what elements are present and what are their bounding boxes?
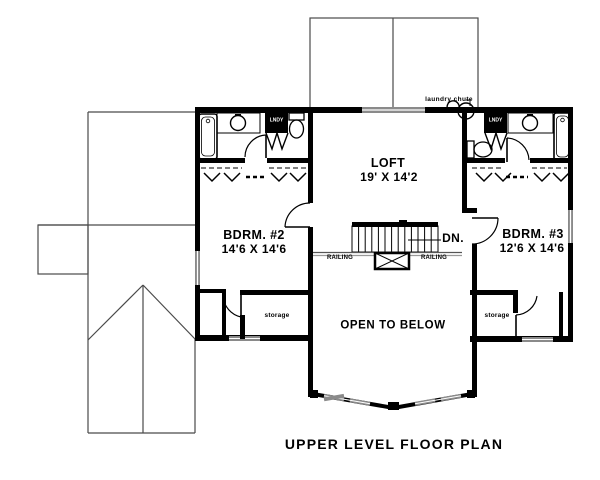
- stairs: [351, 220, 441, 253]
- toilet-left-icon: [288, 112, 305, 139]
- open-to-below-label: OPEN TO BELOW: [340, 319, 446, 332]
- door-swings: [222, 134, 538, 339]
- left-bath: [198, 112, 305, 160]
- laundry-chute-leader: [466, 99, 471, 106]
- laundry-closet-right: [484, 110, 508, 152]
- bdrm3-dims-label: 12'6 X 14'6: [499, 241, 565, 255]
- vanity-right: [507, 112, 554, 134]
- laundry-closet-label-left: LNDY: [269, 117, 284, 124]
- right-bath: [446, 100, 572, 161]
- down-label: DN.: [442, 231, 464, 245]
- laundry-closet-label-right: LNDY: [488, 117, 503, 124]
- prow-bay-window: [310, 390, 475, 410]
- garage-roof-outline: [37, 111, 196, 434]
- bdrm3-door: [471, 217, 499, 245]
- loft-dims-label: 19' X 14'2: [360, 170, 418, 184]
- storage-label-left: storage: [264, 311, 290, 319]
- closet-chevrons: [203, 172, 570, 183]
- interior-walls: [196, 110, 568, 397]
- storage-right-door: [515, 295, 538, 339]
- right-bath-door: [506, 137, 530, 162]
- bdrm2-door: [284, 202, 311, 228]
- bdrm3-name-label: BDRM. #3: [502, 226, 564, 241]
- railing-label-left: RAILING: [326, 255, 354, 261]
- vanity-left: [216, 112, 261, 134]
- loft-name-label: LOFT: [370, 155, 406, 170]
- laundry-closet-left: [265, 110, 289, 152]
- laundry-chute-icon: [446, 100, 475, 120]
- laundry-chute-label: laundry chute: [425, 95, 473, 103]
- storage-label-right: storage: [484, 311, 510, 319]
- landing-box: [373, 251, 411, 271]
- toilet-right-icon: [466, 140, 493, 159]
- railing-label-right: RAILING: [420, 255, 448, 261]
- left-bath-door: [244, 134, 267, 158]
- bathtub-left-icon: [198, 113, 218, 160]
- bathtub-right-icon: [553, 112, 572, 161]
- sink-left-icon: [229, 114, 247, 132]
- sink-right-icon: [521, 114, 539, 132]
- plan-title: UPPER LEVEL FLOOR PLAN: [284, 436, 504, 452]
- bdrm2-dims-label: 14'6 X 14'6: [221, 242, 287, 256]
- bdrm2-name-label: BDRM. #2: [223, 227, 285, 242]
- storage-left-door: [222, 293, 242, 318]
